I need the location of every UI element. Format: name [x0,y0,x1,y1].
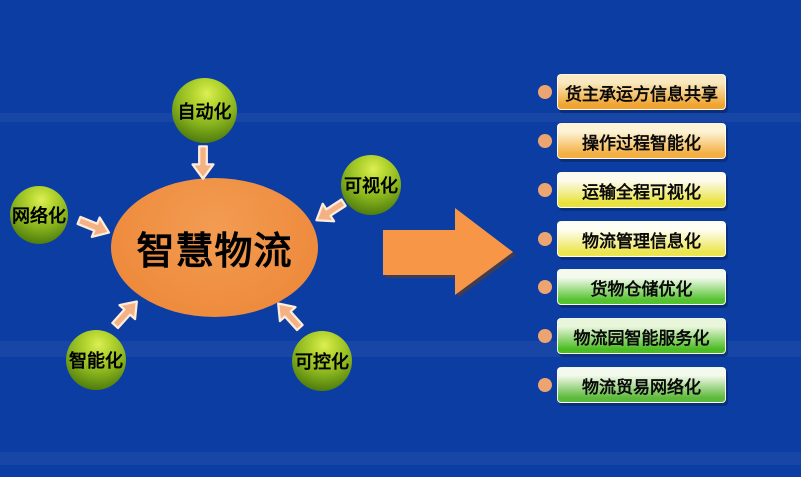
bullet-icon [538,280,552,294]
list-pill: 物流园智能服务化 [557,318,726,354]
list-pill: 物流管理信息化 [557,221,726,257]
list-item-label: 货主承运方信息共享 [565,84,718,104]
list-item: 物流管理信息化 [538,221,726,257]
center-ellipse-label: 智慧物流 [136,231,293,273]
list-item: 物流园智能服务化 [538,318,726,354]
background-texture-band [0,452,801,465]
bullet-icon [538,183,552,197]
node-label: 网络化 [12,206,66,226]
list-item: 运输全程可视化 [538,172,726,208]
connector-arrow-icon [307,190,354,233]
bullet-icon [538,85,552,99]
node-label: 可控化 [295,352,349,372]
list-item: 物流贸易网络化 [538,367,726,403]
connector-arrow-icon [71,207,116,246]
connector-arrow-icon [190,144,217,182]
center-ellipse: 智慧物流 [111,178,318,317]
node-sphere-networking: 网络化 [10,186,68,244]
node-sphere-controllability: 可控化 [292,331,352,391]
node-label: 智能化 [69,351,123,371]
background-texture-band [0,113,801,122]
list-item-label: 物流贸易网络化 [582,377,701,397]
big-right-arrow-icon [383,208,513,295]
node-sphere-visualization: 可视化 [341,155,401,215]
bullet-icon [538,134,552,148]
node-label: 可视化 [344,176,398,196]
bullet-icon [538,232,552,246]
list-item: 货物仓储优化 [538,269,726,305]
list-item-label: 运输全程可视化 [582,182,701,202]
list-item: 货主承运方信息共享 [538,74,726,110]
list-item-label: 货物仓储优化 [590,279,693,299]
list-pill: 运输全程可视化 [557,172,726,208]
list-item-label: 操作过程智能化 [582,133,701,153]
connector-arrow-icon [103,290,148,336]
connector-arrow-icon [266,292,311,338]
list-item-label: 物流园智能服务化 [573,328,710,348]
list-pill: 货主承运方信息共享 [557,74,726,110]
list-item: 操作过程智能化 [538,123,726,159]
node-label: 自动化 [177,101,232,122]
list-pill: 物流贸易网络化 [557,367,726,403]
bullet-icon [538,329,552,343]
node-sphere-automation: 自动化 [172,78,237,143]
bullet-icon [538,378,552,392]
list-item-label: 物流管理信息化 [582,231,701,251]
list-pill: 操作过程智能化 [557,123,726,159]
node-sphere-intelligence: 智能化 [66,330,126,390]
list-pill: 货物仓储优化 [557,269,726,305]
